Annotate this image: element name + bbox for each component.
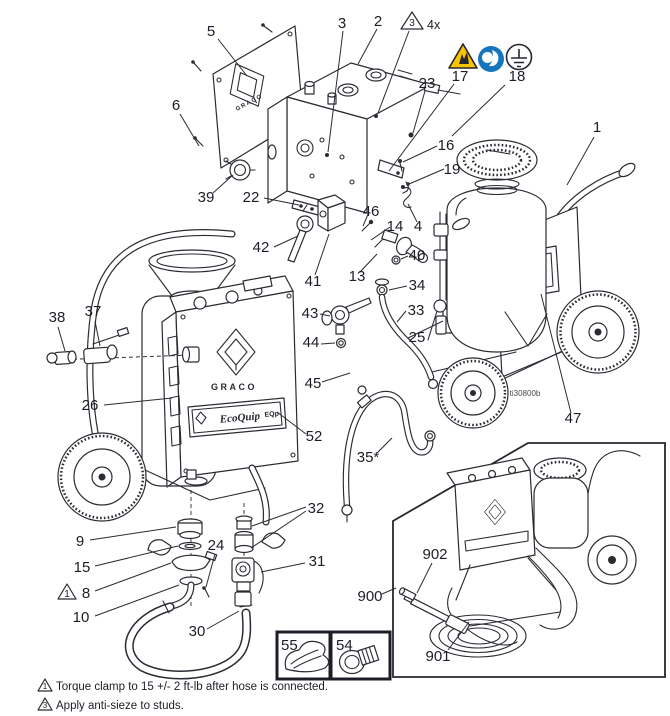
ground-symbol-icon	[505, 43, 533, 71]
callout-46: 46	[363, 203, 380, 220]
inset-54	[329, 630, 392, 681]
callout-33: 33	[408, 302, 425, 319]
callout-22: 22	[243, 189, 260, 206]
drawing-watermark: ti30800b	[510, 389, 541, 398]
footnote-1-marker: 1	[43, 682, 48, 691]
footnotes: 1 Torque clamp to 15 +/- 2 ft-lb after h…	[37, 678, 328, 712]
callout-8: 8	[82, 585, 90, 602]
hopper-assembly-art: GRACO EcoQuip EQp	[46, 229, 299, 526]
ppe-protection-icon	[478, 46, 504, 72]
callout-13: 13	[349, 268, 366, 285]
ecoquip-text: EcoQuip	[218, 410, 261, 426]
control-box-art	[225, 62, 461, 265]
hazard-warning-icon	[448, 43, 478, 69]
callout-44: 44	[303, 334, 320, 351]
callout-1: 1	[593, 119, 601, 136]
callout-54: 54	[336, 637, 353, 654]
callout-900: 900	[357, 588, 382, 605]
callout-40: 40	[409, 247, 426, 264]
footnote-1: 1 Torque clamp to 15 +/- 2 ft-lb after h…	[37, 678, 328, 693]
callout-5: 5	[207, 23, 215, 40]
callout-32: 32	[308, 500, 325, 517]
callout-3: 3	[338, 15, 346, 32]
footnote-2-marker: 3	[43, 701, 48, 710]
callout-15: 15	[74, 559, 91, 576]
callout-10: 10	[73, 609, 90, 626]
callout-38: 38	[49, 309, 66, 326]
callout-42: 42	[253, 239, 270, 256]
callout-34: 34	[409, 277, 426, 294]
inset-900	[392, 442, 666, 678]
valve-37-38-art	[46, 327, 130, 366]
tank-cart-art: ti30800b	[427, 139, 640, 429]
callout-8-triangle: 1	[57, 583, 77, 600]
footnote-2: 3 Apply anti-sieze to studs.	[37, 697, 184, 712]
footnote-1-text: Torque clamp to 15 +/- 2 ft-lb after hos…	[56, 681, 328, 693]
callout-45: 45	[305, 375, 322, 392]
callout-3-triangle: 3 4x	[400, 11, 441, 32]
callout-31: 31	[309, 553, 326, 570]
callout-47: 47	[565, 410, 582, 427]
callout-30: 30	[189, 623, 206, 640]
callout-19: 19	[444, 161, 461, 178]
callout-55: 55	[281, 637, 298, 654]
callout-43: 43	[302, 305, 319, 322]
callout-41: 41	[305, 273, 322, 290]
leader-lines	[57, 28, 595, 651]
svg-text:3: 3	[409, 18, 415, 29]
callout-39: 39	[198, 189, 215, 206]
bottom-fittings-art	[124, 490, 286, 680]
callout-14: 14	[387, 218, 404, 235]
footnote-2-text: Apply anti-sieze to studs.	[56, 700, 184, 712]
callout-4x: 4x	[427, 18, 441, 32]
callout-9: 9	[76, 533, 84, 550]
callout-4: 4	[414, 218, 422, 235]
callout-901: 901	[425, 648, 450, 665]
callout-24: 24	[208, 537, 225, 554]
ecoquip-plate: EcoQuip EQp	[187, 397, 287, 438]
callout-2: 2	[374, 13, 382, 30]
callout-17: 17	[452, 68, 469, 85]
callout-902: 902	[422, 546, 447, 563]
safety-icons	[448, 43, 533, 72]
inset-55	[275, 630, 332, 681]
callout-6: 6	[172, 97, 180, 114]
graco-diamond-logo	[229, 63, 265, 107]
box-graco-text: GRACO	[211, 382, 257, 392]
nozzle-902-art	[398, 587, 417, 601]
callout-layer: 5 3 2 3 4x 17 18 23 6 16 19 1 39 22 46 1…	[49, 11, 601, 665]
callout-23: 23	[419, 75, 436, 92]
svg-text:1: 1	[64, 589, 70, 600]
callout-37: 37	[85, 303, 102, 320]
callout-25: 25	[409, 329, 426, 346]
callout-26: 26	[82, 397, 99, 414]
callout-52: 52	[306, 428, 323, 445]
callout-16: 16	[438, 137, 455, 154]
graco-diamond-logo-box	[216, 328, 256, 376]
inset-machine-art	[398, 450, 641, 658]
ecoquip-model-text: EQp	[264, 411, 279, 419]
callout-18: 18	[509, 68, 526, 85]
callout-35: 35*	[357, 449, 380, 466]
